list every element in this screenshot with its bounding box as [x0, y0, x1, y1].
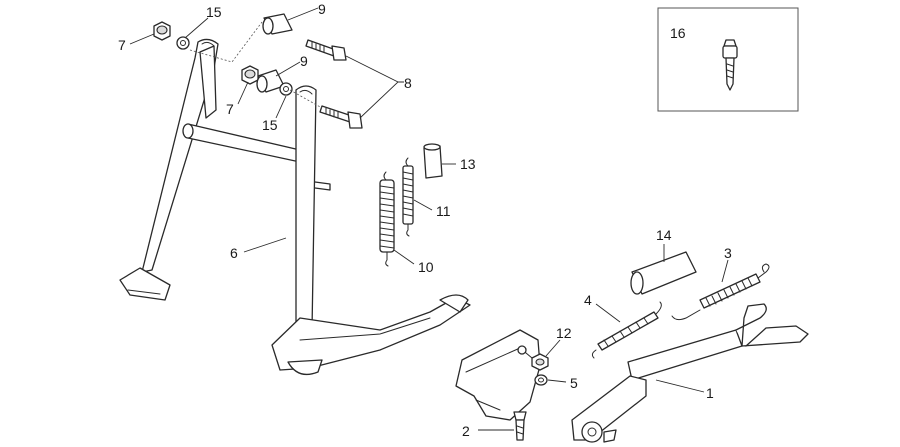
inset-box-part-16	[657, 7, 799, 112]
part-6-center-stand	[119, 38, 471, 376]
callout-6: 6	[230, 245, 238, 261]
callout-2: 2	[462, 423, 470, 439]
leader-7-right	[237, 81, 249, 105]
leader-9-lower	[275, 61, 301, 77]
leader-11	[413, 199, 433, 211]
frame-bracket	[455, 329, 541, 421]
leader-6	[243, 237, 287, 253]
leader-3	[721, 259, 729, 283]
callout-7-left: 7	[118, 37, 126, 53]
part-15-washer-left	[176, 36, 190, 50]
part-11-spring-small	[402, 157, 414, 237]
callout-9-upper: 9	[318, 1, 326, 17]
leader-15-left	[184, 17, 209, 39]
leader-8	[345, 55, 404, 119]
part-10-spring-large	[379, 171, 395, 267]
part-3-spring	[671, 263, 770, 321]
assembly-line-upper	[189, 21, 263, 63]
callout-4: 4	[584, 292, 592, 308]
leader-5	[547, 379, 567, 383]
callout-10: 10	[418, 259, 434, 275]
part-13-sleeve	[423, 143, 443, 179]
leader-9-upper	[287, 7, 319, 21]
callout-12: 12	[556, 325, 572, 341]
callout-16: 16	[670, 25, 686, 41]
part-16-grease-nipple	[722, 39, 738, 91]
callout-9-lower: 9	[300, 53, 308, 69]
part-5-washer	[534, 374, 548, 386]
part-2-bolt	[513, 411, 527, 441]
leader-15-right	[275, 95, 287, 119]
callout-15-left: 15	[206, 4, 222, 20]
part-8-bolt-upper	[305, 39, 347, 61]
part-14-rubber-sleeve	[630, 251, 697, 295]
part-15-washer-right	[279, 82, 293, 96]
part-7-nut-left	[153, 21, 171, 41]
callout-7-right: 7	[226, 101, 234, 117]
callout-8: 8	[404, 75, 412, 91]
part-7-nut-right	[241, 65, 259, 85]
callout-11: 11	[436, 203, 451, 219]
part-12-nut	[531, 353, 549, 371]
callout-15-right: 15	[262, 117, 278, 133]
callout-13: 13	[460, 156, 476, 172]
part-1-side-stand	[571, 303, 809, 443]
leader-7-left	[129, 33, 155, 45]
callout-3: 3	[724, 245, 732, 261]
leader-4	[595, 303, 621, 323]
callout-1: 1	[706, 385, 714, 401]
callout-5: 5	[570, 375, 578, 391]
part-4-spring	[591, 301, 662, 359]
leader-12	[545, 339, 561, 357]
part-9-spacer-upper	[262, 13, 293, 35]
callout-14: 14	[656, 227, 672, 243]
part-8-bolt-lower	[319, 105, 363, 129]
leader-10	[393, 249, 415, 265]
leader-1	[655, 379, 705, 393]
